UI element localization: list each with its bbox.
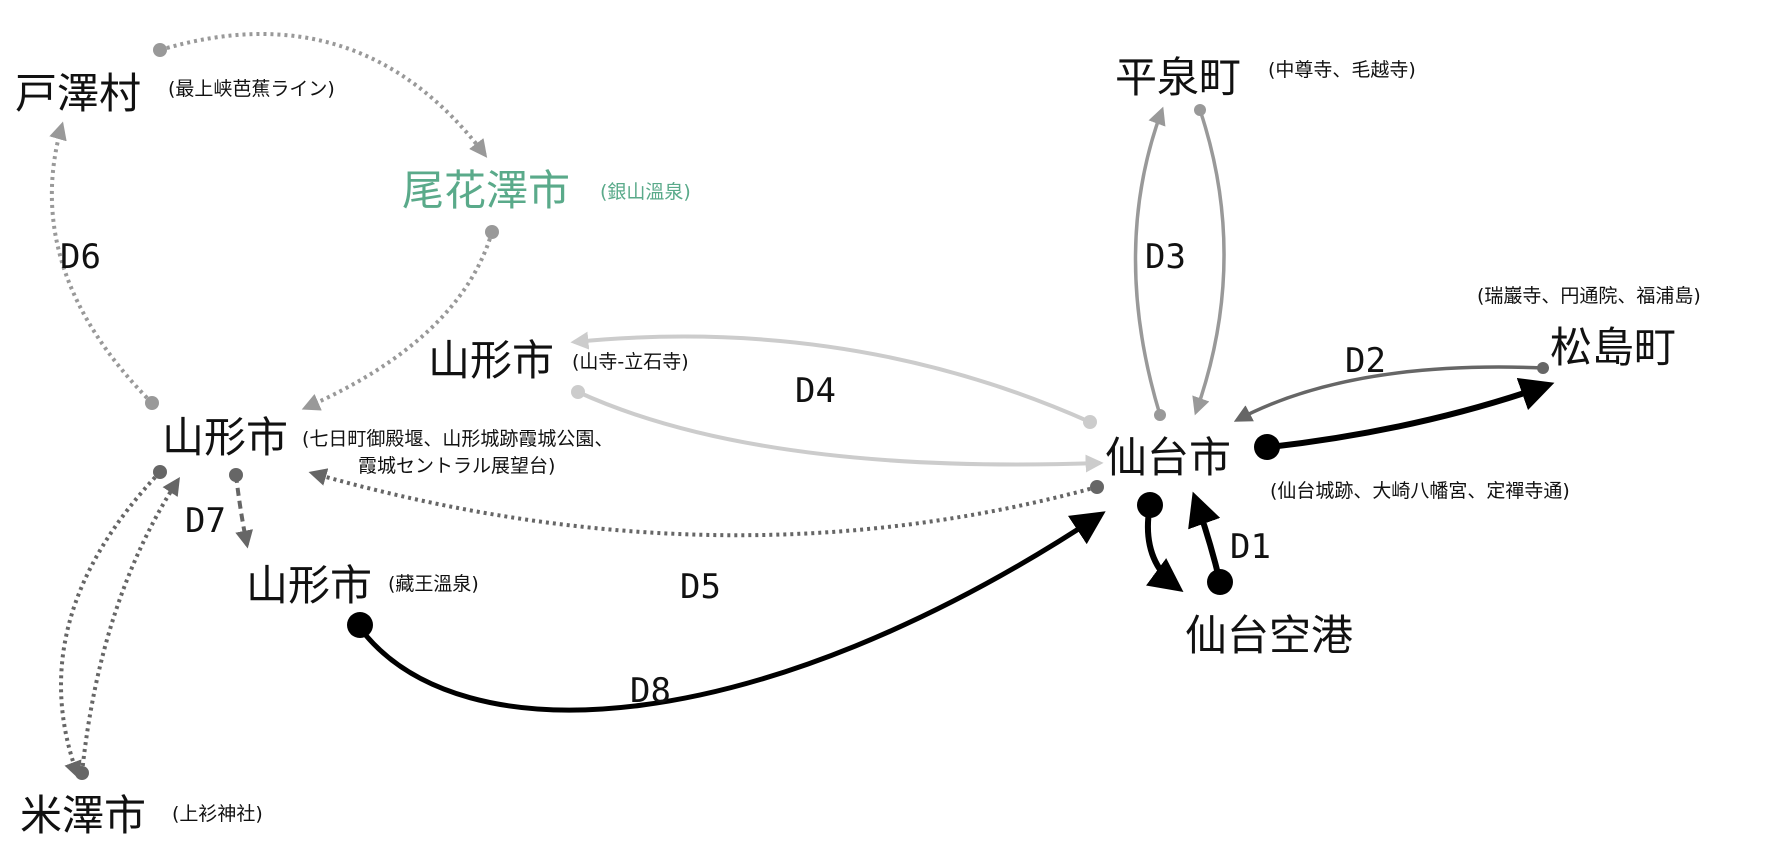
node-hiraizumi: 平泉町 bbox=[1115, 53, 1241, 102]
edge-d2-out bbox=[1269, 377, 1555, 450]
label-d1: D1 bbox=[1230, 527, 1271, 567]
node-sendai: 仙台市 bbox=[1105, 433, 1231, 482]
edge-d8 bbox=[358, 511, 1106, 713]
node-matsushima: 松島町 bbox=[1550, 323, 1676, 372]
node-yamagata-city: 山形市 bbox=[162, 413, 288, 462]
edge-d6 bbox=[49, 32, 494, 411]
node-yamagata-yamadera: 山形市 bbox=[428, 336, 554, 385]
node-yamagata-zao-detail: (藏王溫泉) bbox=[388, 573, 479, 595]
edge-d4 bbox=[570, 331, 1104, 473]
node-yamagata-city-detail-1: (七日町御殿堰、山形城跡霞城公園、 bbox=[302, 428, 613, 450]
label-d4: D4 bbox=[795, 371, 836, 411]
edge-d3 bbox=[1133, 106, 1226, 416]
node-yamagata-zao: 山形市 bbox=[246, 561, 372, 610]
label-d5: D5 bbox=[680, 567, 721, 607]
node-yamagata-city-detail-2: 霞城セントラル展望台) bbox=[358, 455, 555, 477]
node-yamagata-yamadera-detail: (山寺-立石寺) bbox=[572, 351, 689, 373]
edge-d2-return bbox=[1233, 365, 1544, 422]
label-d2: D2 bbox=[1345, 341, 1386, 381]
edge-d5 bbox=[308, 468, 1098, 538]
label-d8: D8 bbox=[630, 671, 671, 711]
label-d7: D7 bbox=[185, 501, 226, 541]
node-hiraizumi-detail: (中尊寺、毛越寺) bbox=[1268, 59, 1416, 81]
node-tozawa: 戸澤村 bbox=[15, 69, 141, 118]
node-obanazawa-detail: (銀山溫泉) bbox=[600, 181, 691, 203]
node-obanazawa: 尾花澤市 bbox=[402, 166, 570, 215]
edge-yonezawa bbox=[59, 470, 180, 780]
label-d3: D3 bbox=[1145, 237, 1186, 277]
node-yonezawa-detail: (上衫神社) bbox=[172, 803, 263, 825]
node-matsushima-detail: (瑞巖寺、円通院、福浦島) bbox=[1477, 285, 1701, 307]
node-tozawa-detail: (最上峡芭蕉ライン) bbox=[168, 78, 335, 100]
edge-d7 bbox=[234, 474, 254, 549]
node-yonezawa: 米澤市 bbox=[20, 791, 146, 840]
node-sendai-detail: (仙台城跡、大崎八幡宮、定禪寺通) bbox=[1270, 480, 1570, 502]
edge-d1-return bbox=[1188, 491, 1223, 583]
label-d6: D6 bbox=[60, 237, 101, 277]
node-sendai-airport: 仙台空港 bbox=[1185, 611, 1353, 660]
